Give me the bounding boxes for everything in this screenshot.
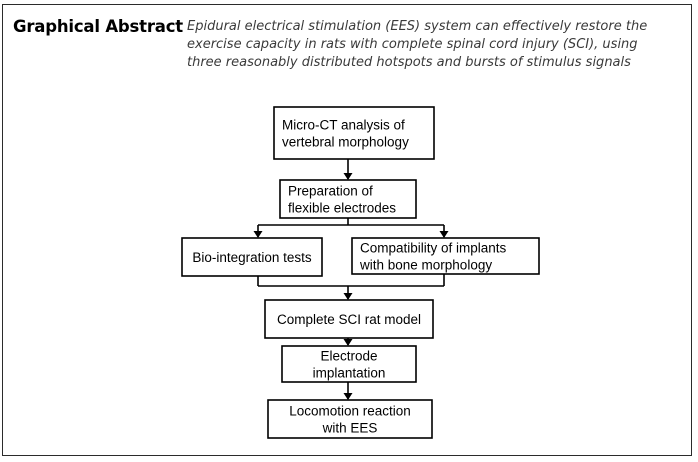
flow-step-label: Locomotion reaction (289, 404, 411, 419)
flowchart-steps: Micro-CT analysis of vertebral morphology… (181, 106, 540, 439)
flow-step-label: Bio-integration tests (192, 250, 312, 265)
arrow-head (343, 173, 353, 180)
abstract-summary: Epidural electrical stimulation (EES) sy… (187, 18, 682, 72)
graphical-abstract-heading: Graphical Abstract (13, 17, 183, 36)
flow-step-compatibility: Compatibility of implants with bone morph… (351, 237, 540, 275)
flow-step-bio-integration: Bio-integration tests (181, 237, 323, 277)
flow-step-sci-model: Complete SCI rat model (264, 299, 434, 339)
flow-step-label: Micro-CT analysis of (282, 118, 405, 133)
flow-step-box (279, 179, 417, 219)
flow-step-label: Preparation of (288, 184, 373, 199)
flow-step-label: Electrode (320, 349, 377, 364)
flow-step-label: Complete SCI rat model (277, 312, 421, 327)
flow-step-box (273, 106, 435, 160)
flow-step-box (181, 237, 323, 277)
abstract-line: three reasonably distributed hotspots an… (187, 55, 631, 70)
flow-step-box (351, 237, 540, 275)
flow-step-label: Compatibility of implants (360, 241, 507, 256)
flow-step-locomotion: Locomotion reaction with EES (267, 399, 433, 439)
flow-step-label: with bone morphology (359, 258, 492, 273)
flow-step-micro-ct: Micro-CT analysis of vertebral morphology (273, 106, 435, 160)
flow-step-label: implantation (313, 366, 386, 381)
arrow-head (343, 339, 353, 346)
flowchart-connectors (253, 159, 449, 400)
arrow-head (439, 231, 449, 238)
abstract-line: exercise capacity in rats with complete … (187, 37, 638, 52)
flow-step-electrodes: Preparation of flexible electrodes (279, 179, 417, 219)
flow-step-implantation: Electrode implantation (281, 345, 417, 383)
flow-step-label: vertebral morphology (282, 135, 409, 150)
flow-step-box (281, 345, 417, 383)
arrow-head (343, 393, 353, 400)
flow-step-label: with EES (322, 421, 378, 436)
arrow-head (253, 231, 263, 238)
abstract-line: Epidural electrical stimulation (EES) sy… (187, 19, 648, 34)
arrow-head (343, 293, 353, 300)
flow-step-box (267, 399, 433, 439)
flow-step-label: flexible electrodes (288, 201, 396, 216)
flow-step-box (264, 299, 434, 339)
